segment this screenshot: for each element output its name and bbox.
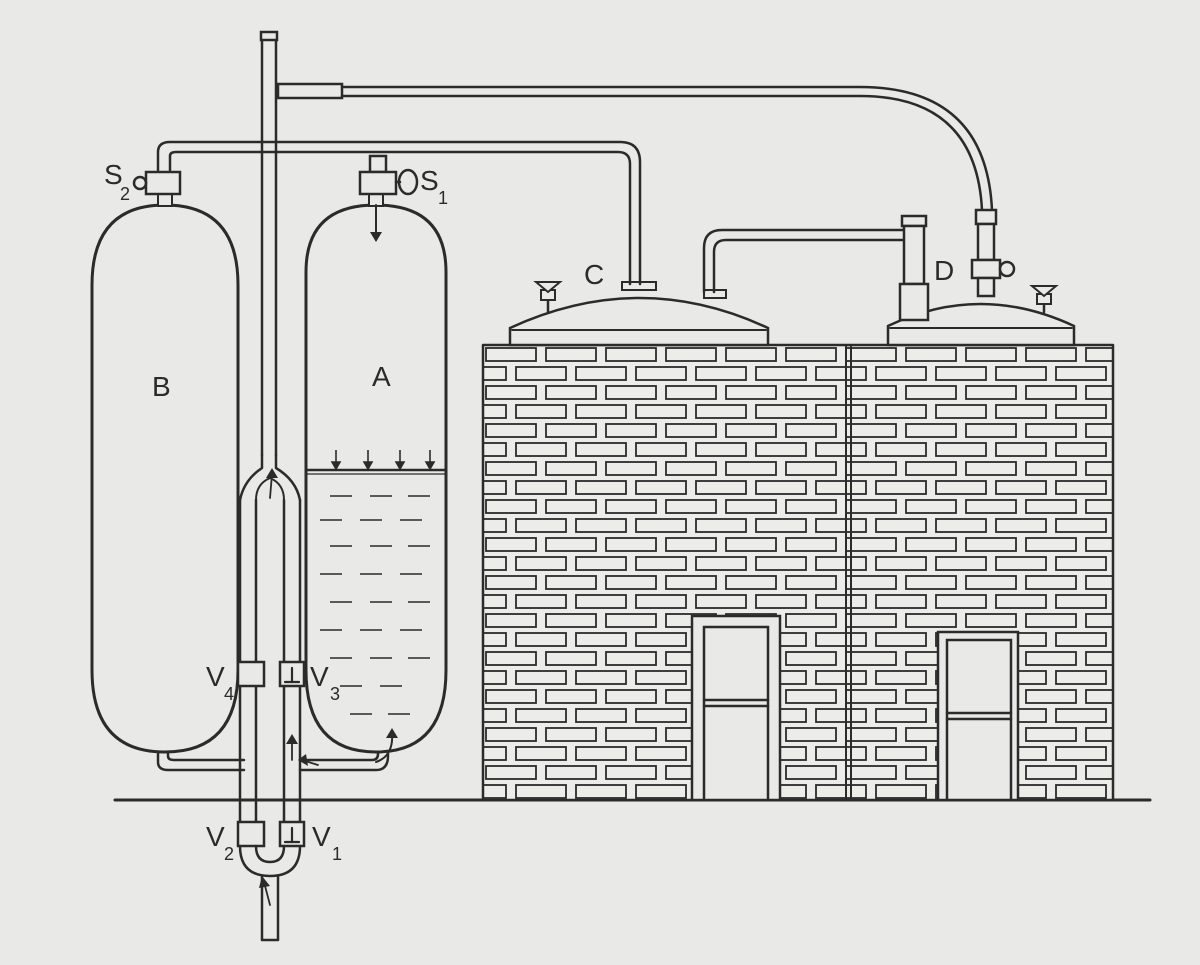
stopcock-s2 bbox=[132, 170, 182, 196]
tank-c-stopcock bbox=[533, 281, 563, 314]
brick-building bbox=[481, 343, 1115, 802]
pipes bbox=[156, 82, 1016, 772]
outlet-arrow-icon bbox=[386, 728, 398, 738]
building-outline bbox=[481, 343, 1115, 802]
label-stopcock-s2: S 2 bbox=[104, 159, 130, 204]
valve-v4-body bbox=[236, 660, 266, 688]
svg-text:S: S bbox=[104, 159, 123, 190]
pipe-c-to-d bbox=[702, 228, 906, 294]
svg-text:4: 4 bbox=[224, 684, 234, 704]
label-valve-v4: V 4 bbox=[206, 661, 234, 704]
tank-a-liquid bbox=[306, 450, 446, 715]
label-tank-b: B bbox=[152, 371, 171, 402]
pipe-s2-to-c bbox=[156, 140, 642, 286]
label-stopcock-s1: S 1 bbox=[420, 165, 448, 208]
label-valve-v2: V 2 bbox=[206, 821, 234, 864]
tank-d-stopcock bbox=[1029, 285, 1059, 314]
pipe-a-bottom bbox=[298, 746, 390, 772]
tank-c-dome bbox=[508, 281, 770, 347]
label-tank-c: C bbox=[584, 259, 604, 290]
door-right bbox=[936, 630, 1020, 802]
valve-manifold bbox=[236, 498, 319, 942]
label-tank-d: D bbox=[934, 255, 954, 286]
central-tube bbox=[238, 30, 302, 502]
svg-text:S: S bbox=[420, 165, 439, 196]
door-left bbox=[690, 614, 782, 802]
svg-text:1: 1 bbox=[332, 844, 342, 864]
svg-text:V: V bbox=[206, 821, 225, 852]
svg-text:V: V bbox=[310, 661, 329, 692]
pipe-b-bottom bbox=[156, 738, 246, 772]
svg-text:V: V bbox=[312, 821, 331, 852]
tank-d-dome bbox=[886, 302, 1076, 347]
svg-text:2: 2 bbox=[224, 844, 234, 864]
pipe-coupling bbox=[276, 82, 344, 100]
inlet-arrow-icon bbox=[370, 232, 382, 242]
tank-a bbox=[304, 193, 448, 763]
stopcock-s1 bbox=[358, 154, 419, 196]
svg-text:1: 1 bbox=[438, 188, 448, 208]
label-valve-v1: V 1 bbox=[312, 821, 342, 864]
label-valve-v3: V 3 bbox=[310, 661, 340, 704]
tube-arrow-icon bbox=[266, 468, 278, 478]
inlet-stem-arrow-icon bbox=[259, 876, 270, 888]
pipe-to-d bbox=[340, 85, 994, 212]
svg-text:2: 2 bbox=[120, 184, 130, 204]
valve-v2-body bbox=[236, 820, 266, 848]
svg-text:V: V bbox=[206, 661, 225, 692]
label-tank-a: A bbox=[372, 361, 391, 392]
svg-text:3: 3 bbox=[330, 684, 340, 704]
